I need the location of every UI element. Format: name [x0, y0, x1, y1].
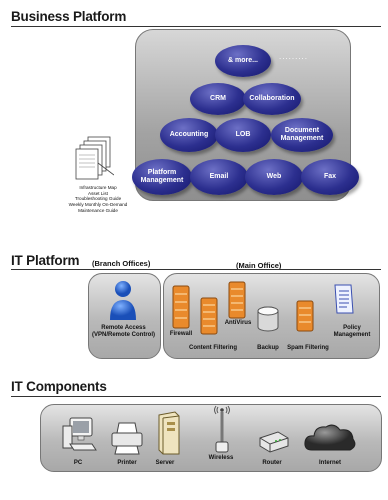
internet-cloud-icon — [304, 424, 356, 451]
content-filtering-label: Content Filtering — [189, 345, 237, 351]
antivirus-label: AntiVirus — [224, 320, 252, 326]
node-web[interactable]: Web — [245, 159, 303, 195]
doc-asset-list: Asset List — [88, 190, 108, 196]
wireless-icon — [214, 405, 230, 453]
doc-list: Infrastructure Map Asset List Troublesho… — [66, 185, 130, 214]
node-crm[interactable]: CRM — [190, 83, 246, 115]
it-platform-title: IT Platform — [11, 253, 80, 268]
doc-maintenance-guide: Maintenance Guide — [78, 207, 118, 213]
business-platform-rule — [11, 26, 381, 27]
remote-access-text: Remote Access — [101, 325, 146, 331]
router-label: Router — [262, 460, 282, 466]
pc-label: PC — [73, 460, 83, 466]
node-fax[interactable]: Fax — [301, 159, 359, 195]
printer-label: Printer — [117, 460, 137, 466]
policy-document-icon — [334, 284, 354, 314]
content-filter-icon — [200, 297, 218, 335]
user-icon — [110, 281, 136, 320]
doc-infrastructure-map: Infrastructure Map — [79, 185, 117, 190]
router-icon — [259, 431, 289, 453]
more-dots: ......... — [279, 52, 309, 61]
business-platform-title: Business Platform — [11, 9, 127, 24]
spam-filtering-label: Spam Filtering — [287, 345, 329, 351]
backup-icon — [257, 306, 279, 332]
doc-troubleshooting-guide: Troubleshooting Guide — [74, 196, 122, 202]
policy-management-label: Policy Management — [333, 325, 371, 338]
spam-filter-icon — [296, 300, 314, 332]
vpn-text: (VPN/Remote Control) — [92, 331, 155, 338]
document-stack-icon — [75, 136, 114, 180]
wireless-label: Wireless — [208, 455, 234, 461]
remote-access-label: Remote Access (VPN/Remote Control) — [86, 325, 161, 339]
node-platform-management[interactable]: Platform Management — [132, 159, 192, 195]
server-label: Server — [155, 460, 175, 466]
doc-weekly-monthly: Weekly Monthly On-Demand — [68, 202, 128, 208]
node-document-management[interactable]: Document Management — [271, 118, 333, 152]
node-more[interactable]: & more... — [215, 45, 271, 77]
branch-offices-label: (Branch Offices) — [92, 259, 151, 268]
it-platform-rule — [11, 269, 381, 270]
printer-icon — [111, 422, 143, 455]
backup-label: Backup — [257, 345, 279, 351]
antivirus-icon — [228, 281, 246, 319]
firewall-label: Firewall — [169, 331, 193, 337]
it-components-title: IT Components — [11, 379, 107, 394]
node-accounting[interactable]: Accounting — [160, 118, 218, 152]
main-office-label: (Main Office) — [236, 261, 282, 270]
node-collaboration[interactable]: Collaboration — [243, 83, 301, 115]
it-components-rule — [11, 396, 381, 397]
server-icon — [158, 411, 180, 455]
pc-icon — [62, 417, 97, 451]
node-email[interactable]: Email — [190, 159, 248, 195]
firewall-icon — [172, 285, 190, 329]
node-lob[interactable]: LOB — [215, 118, 271, 152]
internet-label: Internet — [318, 460, 341, 466]
